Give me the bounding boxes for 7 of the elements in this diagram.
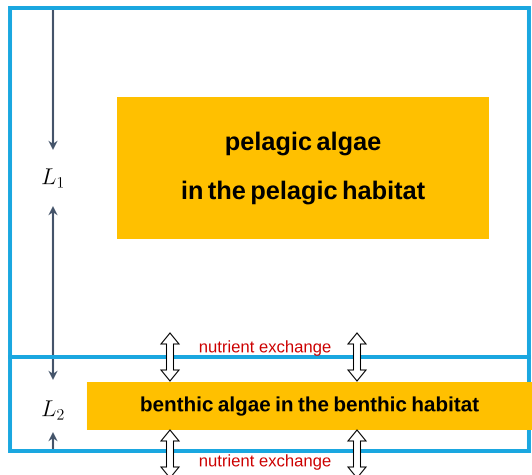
text-box: benthic algae in the benthic habitat [86,382,532,430]
dimension-label: $L_2$ [42,400,64,420]
habitat-frame [8,355,531,453]
text-box: pelagic algae in the pelagic habitat [117,97,489,239]
exchange-label: nutrient exchange [200,340,330,356]
dimension-label: $L_1$ [42,168,63,188]
exchange-label: nutrient exchange [200,454,330,470]
